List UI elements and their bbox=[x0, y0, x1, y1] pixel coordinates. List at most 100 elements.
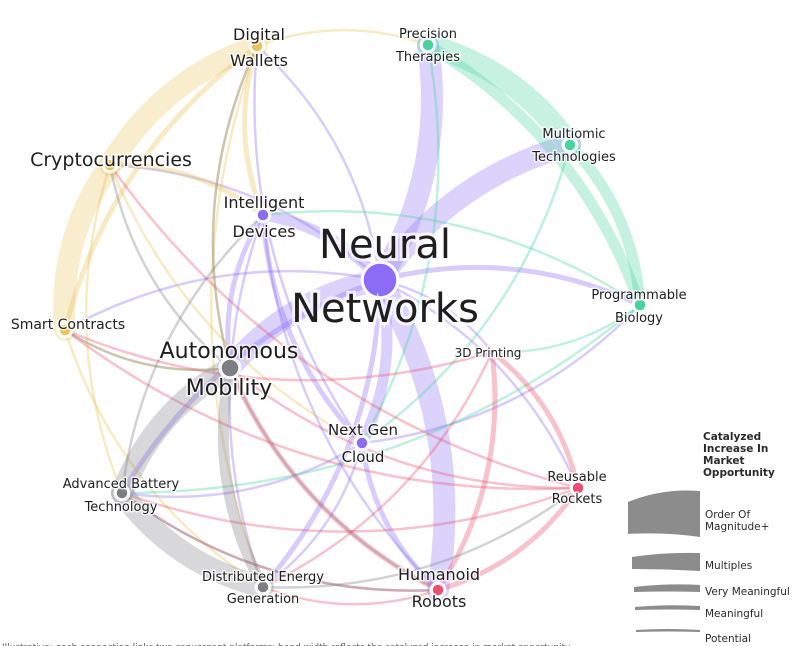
node-label-neural-1: Neural bbox=[319, 222, 451, 268]
link-neural-precision bbox=[369, 34, 443, 291]
link-rockets-crypto bbox=[108, 163, 580, 490]
link-neural-humanoid bbox=[369, 269, 456, 601]
legend-label-2: Multiples bbox=[705, 560, 752, 572]
footnote-layer: Illustrative: each connection links two … bbox=[2, 643, 571, 646]
link-intelligent-energy bbox=[228, 213, 265, 589]
node-multiomic bbox=[563, 138, 577, 152]
link-energy-rockets bbox=[261, 486, 580, 589]
link-neural-digital bbox=[255, 44, 382, 282]
node-neural bbox=[362, 262, 398, 298]
legend-swatch-3 bbox=[634, 584, 700, 592]
link-printing-rockets bbox=[489, 349, 581, 491]
node-programmable bbox=[633, 298, 647, 312]
node-label-humanoid-2: Robots bbox=[412, 592, 467, 611]
node-crypto bbox=[103, 158, 117, 172]
link-programmable-battery bbox=[120, 303, 642, 495]
link-digital-intelligent bbox=[242, 43, 266, 218]
legend-swatch-5 bbox=[636, 629, 700, 632]
legend-swatch-2 bbox=[632, 552, 700, 571]
nodes-layer bbox=[56, 36, 649, 599]
node-label-smart-1: Smart Contracts bbox=[11, 317, 125, 333]
node-label-intelligent-1: Intelligent bbox=[224, 193, 305, 212]
link-intelligent-autonomous bbox=[225, 212, 266, 371]
node-autonomous bbox=[220, 358, 240, 378]
node-label-battery-1: Advanced Battery bbox=[63, 477, 180, 492]
link-digital-energy bbox=[210, 44, 265, 589]
link-rockets-battery bbox=[120, 486, 580, 533]
footnote-text: Illustrative: each connection links two … bbox=[2, 643, 571, 646]
link-neural-smart bbox=[63, 269, 382, 332]
link-smart-autonomous bbox=[63, 328, 232, 372]
link-crypto-intelligent bbox=[107, 162, 266, 218]
node-label-digital-1: Digital bbox=[233, 25, 285, 44]
link-crypto-nextgen bbox=[108, 163, 364, 445]
legend-title-3: Market bbox=[703, 455, 745, 467]
legend-label-4: Meaningful bbox=[705, 608, 763, 620]
labels-layer: NeuralNetworksDigitalWalletsPrecisionThe… bbox=[9, 24, 688, 613]
link-crypto-digital bbox=[99, 35, 268, 176]
link-neural-programmable bbox=[377, 264, 643, 308]
node-label-programmable-1: Programmable bbox=[591, 288, 686, 303]
link-printing-energy bbox=[261, 350, 494, 589]
node-label-digital-2: Wallets bbox=[230, 51, 288, 70]
node-label-neural-2: Networks bbox=[291, 286, 479, 332]
link-nextgen-digital bbox=[253, 44, 364, 445]
link-autonomous-crypto bbox=[108, 163, 232, 370]
node-nextgen bbox=[355, 436, 369, 450]
link-crypto-smart bbox=[53, 154, 121, 341]
link-digital-smart bbox=[62, 43, 260, 333]
link-multiomic-nextgen bbox=[360, 143, 572, 445]
legend-label-5: Potential bbox=[705, 633, 751, 645]
link-nextgen-humanoid bbox=[359, 440, 441, 593]
link-autonomous-battery bbox=[111, 357, 241, 504]
link-digital-precision bbox=[255, 28, 430, 48]
link-neural-energy bbox=[260, 277, 383, 590]
link-programmable-printing bbox=[490, 303, 642, 354]
node-label-nextgen-1: Next Gen bbox=[328, 421, 398, 439]
node-smart bbox=[58, 323, 72, 337]
node-label-precision-1: Precision bbox=[399, 27, 457, 42]
node-digital bbox=[250, 39, 264, 53]
node-label-crypto-1: Cryptocurrencies bbox=[30, 149, 192, 171]
node-humanoid bbox=[431, 583, 445, 597]
node-label-multiomic-1: Multiomic bbox=[542, 127, 605, 142]
node-rockets bbox=[571, 481, 585, 495]
link-printing-smart bbox=[63, 328, 494, 382]
link-battery-humanoid bbox=[120, 491, 440, 592]
link-neural-rockets bbox=[378, 278, 580, 490]
link-rockets-smart bbox=[63, 328, 580, 491]
link-autonomous-digital bbox=[211, 44, 259, 370]
link-humanoid-autonomous bbox=[227, 365, 441, 593]
link-intelligent-humanoid bbox=[261, 213, 440, 592]
node-label-humanoid-1: Humanoid bbox=[398, 565, 480, 584]
node-battery bbox=[115, 486, 129, 500]
node-precision bbox=[421, 38, 435, 52]
node-label-autonomous-1: Autonomous bbox=[160, 339, 299, 364]
link-humanoid-energy bbox=[261, 585, 440, 606]
link-nextgen-energy bbox=[261, 441, 364, 589]
link-autonomous-smart bbox=[63, 328, 232, 372]
legend-title-4: Opportunity bbox=[703, 467, 775, 479]
node-intelligent bbox=[256, 208, 270, 222]
link-smart-energy bbox=[63, 328, 265, 589]
node-label-autonomous-2: Mobility bbox=[186, 376, 272, 401]
node-label-programmable-2: Biology bbox=[615, 311, 663, 326]
node-label-printing-1: 3D Printing bbox=[455, 346, 522, 360]
link-precision-nextgen bbox=[360, 43, 440, 445]
legend-swatch-4 bbox=[635, 605, 700, 610]
legend-label-1b: Magnitude+ bbox=[705, 521, 769, 533]
link-neural-multiomic bbox=[369, 134, 581, 291]
link-rockets-autonomous bbox=[228, 366, 580, 490]
link-autonomous-energy bbox=[217, 362, 269, 593]
link-neural-nextgen bbox=[356, 274, 393, 449]
legend-swatch-1 bbox=[628, 490, 700, 537]
legend-title-2: Increase In bbox=[703, 443, 768, 455]
link-battery-intelligent bbox=[120, 213, 265, 495]
node-label-battery-2: Technology bbox=[84, 500, 158, 515]
link-neural-crypto bbox=[108, 163, 382, 282]
link-digital-autonomous bbox=[211, 44, 259, 370]
link-precision-multiomic bbox=[417, 34, 581, 156]
legend-label-3: Very Meaningful bbox=[705, 586, 790, 598]
